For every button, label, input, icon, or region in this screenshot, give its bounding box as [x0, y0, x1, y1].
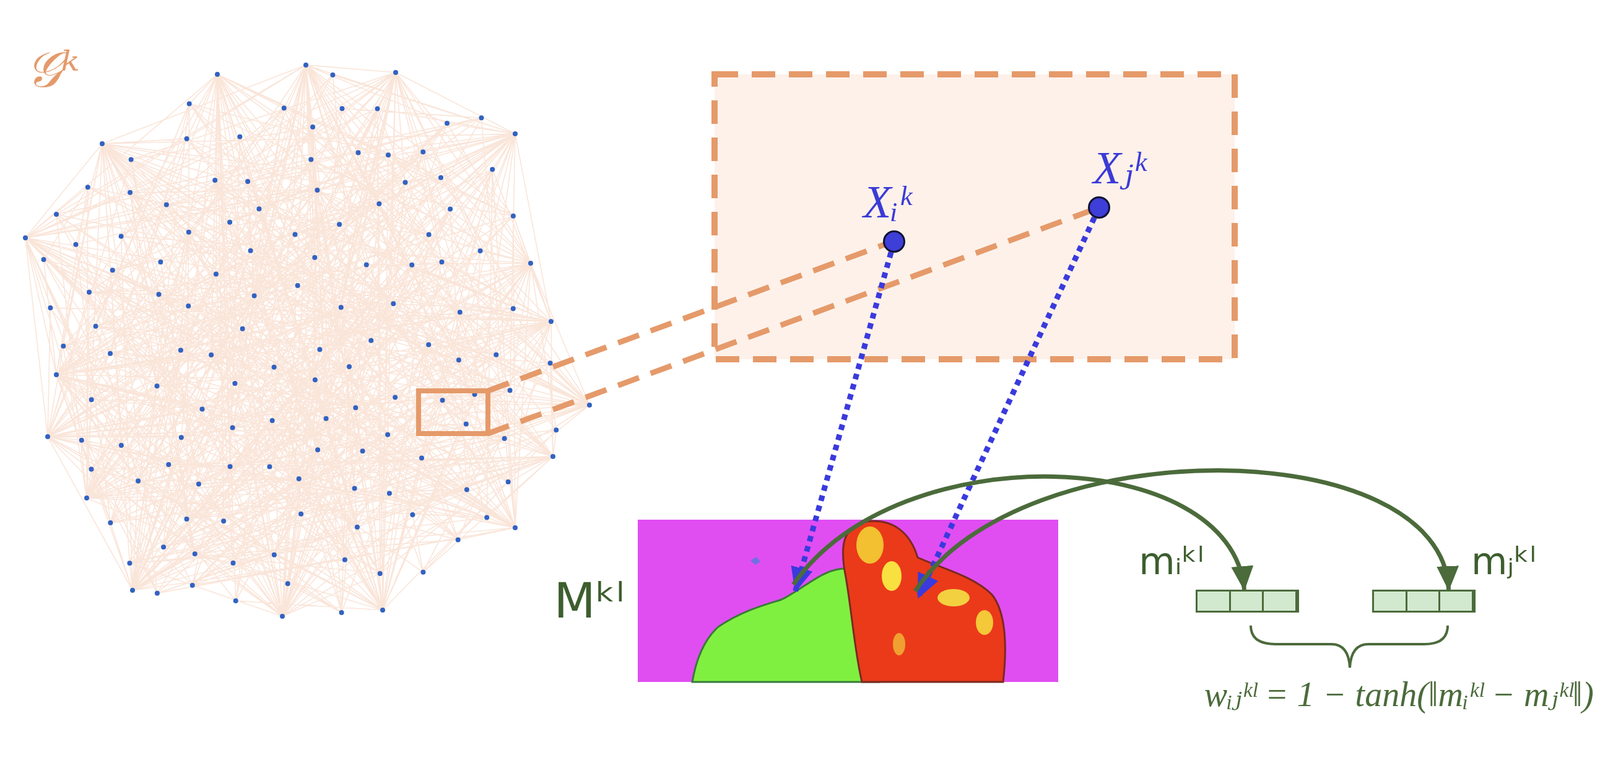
red-segment — [842, 520, 1005, 682]
speck — [750, 556, 761, 565]
highlight — [892, 632, 906, 656]
feature-vector: mᵢᵏˡ — [1195, 589, 1300, 613]
highlight — [856, 526, 884, 564]
zoom-panel — [714, 74, 1235, 360]
highlight — [937, 588, 970, 607]
formula: wᵢⱼᵏˡ = 1 − tanh(‖mᵢᵏˡ − mⱼᵏˡ‖) — [1204, 673, 1594, 714]
vector-cell — [1373, 591, 1408, 611]
feature-vector: mⱼᵏˡ — [1372, 589, 1476, 613]
brace — [1250, 625, 1448, 668]
zoom-line — [487, 211, 1090, 434]
graph-vertex: Xⱼᵏ — [1087, 196, 1111, 219]
segmentation-image — [637, 519, 1059, 682]
graph-edges — [25, 65, 590, 617]
graph-vertices — [22, 62, 592, 619]
vector-cell — [1230, 591, 1265, 611]
node-label: Mᵏˡ — [554, 572, 625, 629]
highlight — [881, 560, 902, 591]
graph-region: 𝒢ᵏ — [18, 37, 614, 648]
zoom-window — [418, 390, 488, 434]
zoom-line — [487, 244, 885, 391]
connector-arrow — [915, 470, 1449, 592]
connector-arrow — [793, 476, 1244, 590]
node-label: Xᵢᵏ — [863, 175, 912, 229]
connector-arrow — [918, 217, 1095, 598]
segmentation-map: Mᵏˡ — [637, 519, 1059, 682]
vector-cell — [1407, 591, 1441, 611]
highlight — [975, 609, 994, 635]
node-label: 𝒢ᵏ — [26, 40, 80, 100]
graph-vertex: Xᵢᵏ — [882, 230, 906, 253]
connector-arrow — [795, 252, 892, 591]
vector-cell — [1263, 591, 1298, 611]
node-label: mᵢᵏˡ — [1138, 539, 1204, 583]
graph-drawing — [22, 62, 592, 619]
vector-cell — [1440, 591, 1474, 611]
vector-cell — [1197, 591, 1231, 611]
image-background — [637, 519, 1059, 682]
node-label: Xⱼᵏ — [1092, 140, 1147, 195]
node-label: mⱼᵏˡ — [1471, 539, 1536, 583]
